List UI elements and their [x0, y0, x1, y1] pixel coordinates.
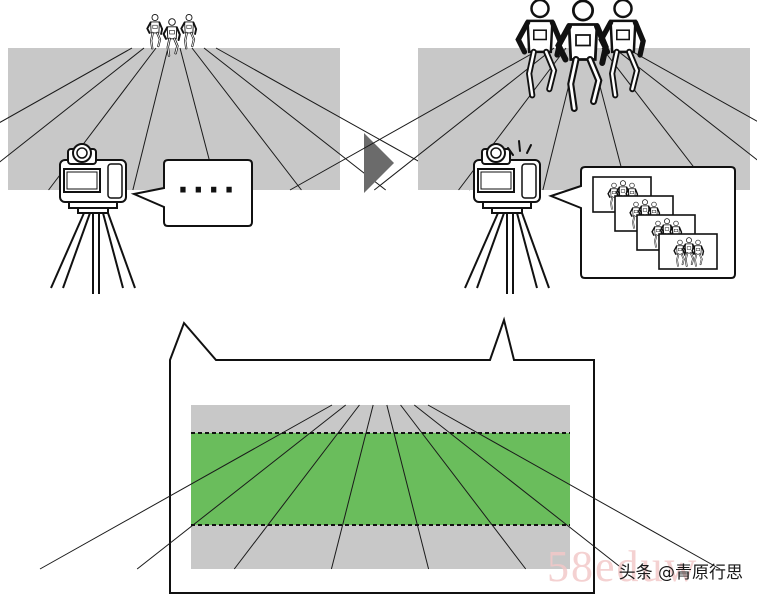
- sequence-frames: [592, 176, 718, 270]
- lane-line: [625, 47, 757, 122]
- shutter-spark-icon: [507, 140, 532, 156]
- af-tracking-zone: [191, 433, 570, 525]
- lane-line: [400, 404, 527, 570]
- af-detail-callout: [39, 316, 721, 594]
- lane-line: [132, 47, 169, 191]
- lane-line: [386, 404, 430, 570]
- watermark-brand: 58eduw: [547, 542, 699, 591]
- watermark: 58eduw 头条 @青原行思: [543, 542, 743, 591]
- continuous-shot-bubble: [548, 166, 736, 279]
- speech-bubble-dots: ····: [177, 173, 239, 208]
- right-camera-tripod: [464, 143, 550, 295]
- lane-line: [0, 47, 133, 123]
- lane-line: [613, 47, 757, 161]
- watermark-author: 头条 @青原行思: [618, 563, 743, 583]
- left-camera-tripod: [50, 143, 136, 295]
- lane-line: [0, 47, 145, 163]
- play-arrow-icon: [364, 133, 394, 193]
- lane-line: [191, 47, 302, 191]
- lane-line: [289, 47, 543, 191]
- lane-line: [373, 47, 555, 191]
- lane-line: [203, 47, 387, 191]
- lane-line: [427, 404, 721, 570]
- lane-line: [413, 404, 624, 570]
- left-speech-bubble: ····: [130, 159, 253, 227]
